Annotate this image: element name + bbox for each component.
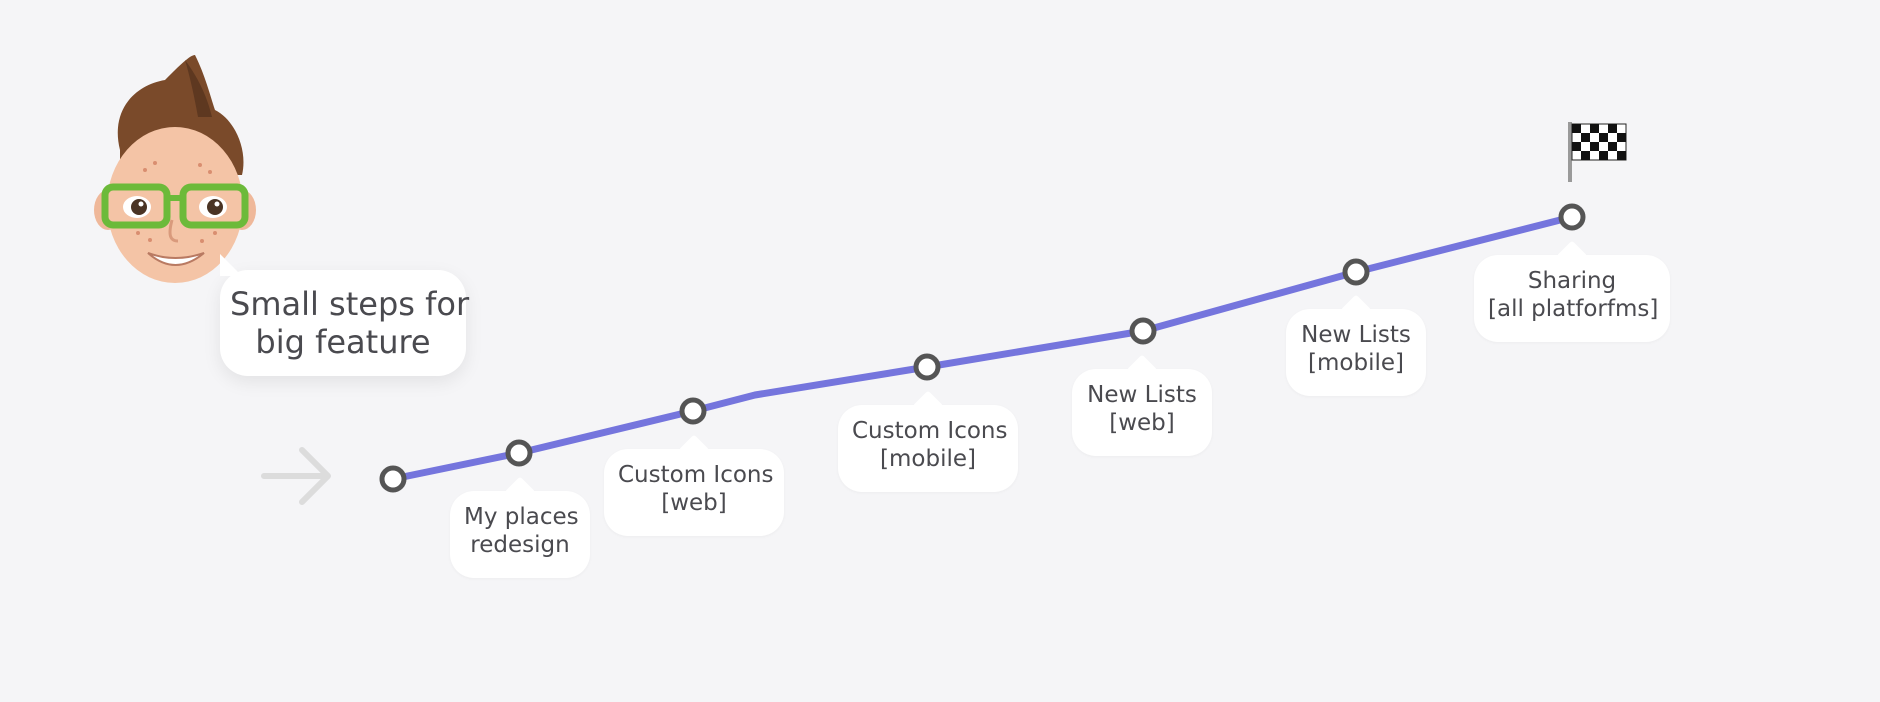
milestone-label-6-line-2: [all platforfms] xyxy=(1488,296,1659,322)
milestone-label-3-line-2: [mobile] xyxy=(880,446,976,472)
milestone-label-6-line-1: Sharing xyxy=(1527,268,1617,294)
milestone-label-4-line-2: [web] xyxy=(1109,410,1175,436)
milestone-label-2-line-2: [web] xyxy=(661,490,727,516)
milestone-label-5: New Lists [mobile] xyxy=(1286,309,1426,396)
speech-line-2: big feature xyxy=(255,323,431,361)
milestone-label-3: Custom Icons [mobile] xyxy=(838,405,1018,492)
milestone-node-5 xyxy=(1342,258,1370,286)
right-arrow-icon xyxy=(261,447,331,505)
speech-bubble: Small steps for big feature xyxy=(220,254,470,376)
milestone-node-6 xyxy=(1558,203,1586,231)
milestone-label-1-line-1: My places xyxy=(464,504,579,530)
milestone-label-2: Custom Icons [web] xyxy=(604,449,784,536)
start-node xyxy=(379,465,407,493)
avatar xyxy=(94,55,256,283)
checkered-flag-icon xyxy=(1568,122,1627,182)
milestone-node-2 xyxy=(679,397,707,425)
milestone-label-5-line-1: New Lists xyxy=(1301,322,1411,348)
milestone-label-4: New Lists [web] xyxy=(1072,369,1212,456)
milestone-label-3-line-1: Custom Icons xyxy=(852,418,1008,444)
milestone-label-2-line-1: Custom Icons xyxy=(618,462,774,488)
milestone-label-1-line-2: redesign xyxy=(470,532,570,558)
milestone-label-5-line-2: [mobile] xyxy=(1308,350,1404,376)
progress-line xyxy=(389,213,1576,483)
speech-line-1: Small steps for xyxy=(230,285,470,323)
milestone-label-6: Sharing [all platforfms] xyxy=(1474,255,1670,342)
milestone-node-3 xyxy=(913,353,941,381)
milestone-label-1: My places redesign xyxy=(450,491,590,578)
milestone-label-4-line-1: New Lists xyxy=(1087,382,1197,408)
milestone-node-4 xyxy=(1129,317,1157,345)
milestone-node-1 xyxy=(505,439,533,467)
